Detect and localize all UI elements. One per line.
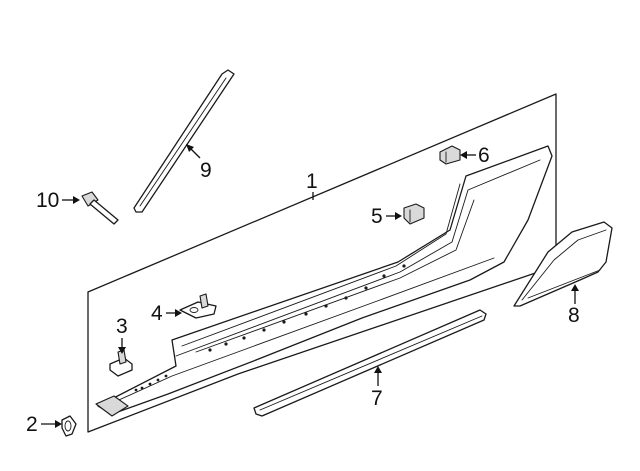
callout-8: 8 bbox=[568, 304, 580, 327]
callout-leaders bbox=[41, 144, 579, 428]
bracket-4-stud bbox=[199, 293, 209, 309]
rocker-molding-channel bbox=[195, 199, 475, 353]
part-9-upper-trim-strip bbox=[133, 69, 235, 213]
part-7-lower-molding-strip bbox=[253, 309, 487, 417]
callout-9: 9 bbox=[200, 159, 212, 182]
panel-outline bbox=[87, 93, 557, 433]
part-1-rocker-panel-assembly bbox=[87, 93, 557, 433]
part-3-retainer bbox=[109, 349, 133, 377]
bolt-head bbox=[81, 191, 99, 207]
callout-3: 3 bbox=[116, 315, 128, 338]
rivet-2-shape bbox=[61, 415, 77, 437]
rocker-molding-lower-edge bbox=[109, 257, 495, 405]
rocker-molding-inner-ridge-2 bbox=[181, 183, 461, 347]
callout-7: 7 bbox=[371, 387, 383, 410]
part-5-clip bbox=[403, 203, 425, 225]
callout-6: 6 bbox=[478, 144, 490, 167]
part-6-clip bbox=[439, 145, 461, 165]
callout-1: 1 bbox=[306, 170, 318, 193]
part-8-rear-extension bbox=[513, 221, 613, 307]
clip-5-shape bbox=[403, 203, 425, 225]
callout-10: 10 bbox=[36, 189, 59, 212]
rocker-molding-end-cap bbox=[95, 395, 129, 417]
bolt-shank bbox=[89, 199, 119, 225]
callout-5: 5 bbox=[371, 205, 383, 228]
part-4-bracket bbox=[179, 293, 217, 319]
callout-labels: 1 2 3 4 5 6 7 8 9 10 bbox=[26, 144, 580, 436]
rocker-molding-clip-holes bbox=[134, 264, 406, 392]
callout-4: 4 bbox=[151, 302, 163, 325]
rear-extension-shape bbox=[513, 221, 613, 307]
rocker-molding-body bbox=[97, 145, 553, 415]
callout-2: 2 bbox=[26, 413, 38, 436]
clip-6-shape bbox=[439, 145, 461, 165]
rocker-molding-inner-ridge bbox=[175, 159, 541, 357]
rocker-molding bbox=[95, 145, 553, 417]
part-2-rivet bbox=[61, 415, 77, 437]
part-10-bolt bbox=[81, 191, 119, 225]
